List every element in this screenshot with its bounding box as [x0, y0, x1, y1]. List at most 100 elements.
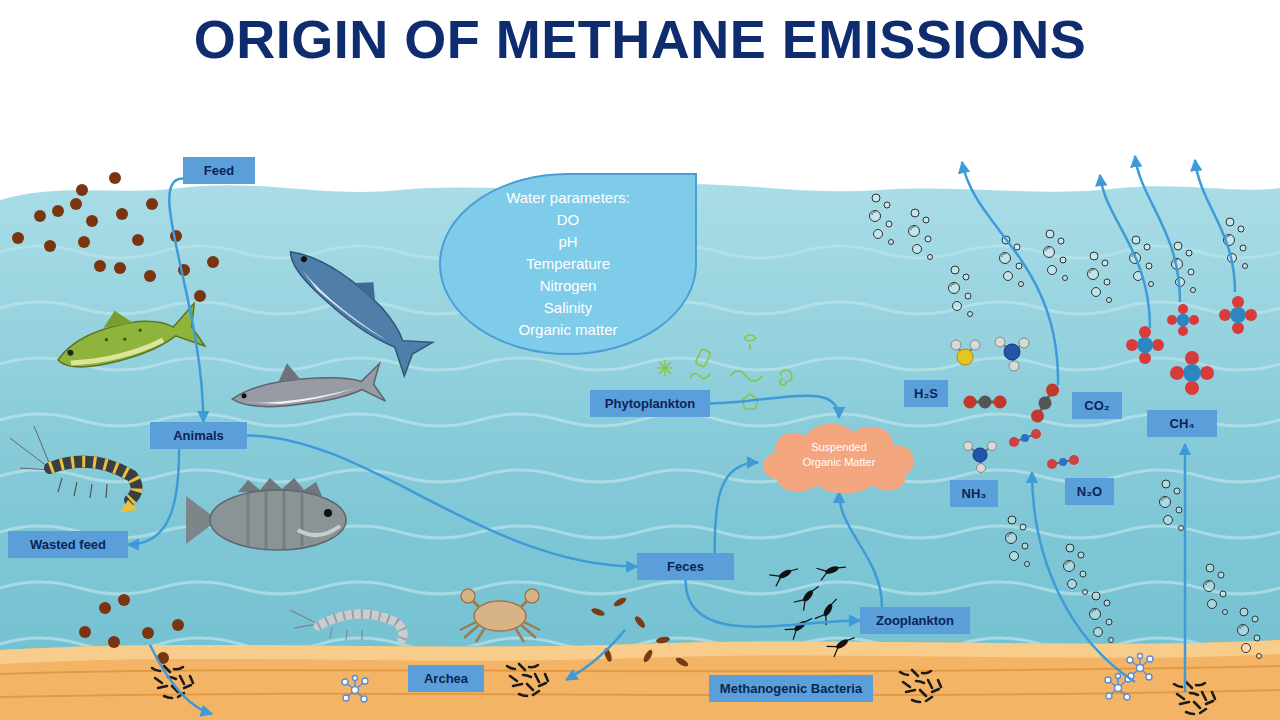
gas-molecules-part-part [1029, 407, 1047, 425]
box-label: Methanogenic Bacteria [719, 681, 863, 696]
wasted-feed-pellets-part [172, 619, 184, 631]
gas-molecules-part [1170, 351, 1214, 395]
prawn-part [318, 614, 403, 639]
tilapia-fish-part [324, 509, 332, 517]
gas-molecules-part [1009, 429, 1041, 447]
gas-molecules-part-part [988, 442, 997, 451]
gas-label-box: H₂S [904, 380, 948, 407]
crab-part [461, 589, 475, 603]
gas-molecules-part [951, 340, 980, 365]
gas-molecules-part-part [1167, 315, 1177, 325]
archaea-cells [342, 654, 1153, 703]
feces-particles-part [612, 596, 627, 608]
flow-arrow [128, 449, 179, 545]
tilapia-fish-part [210, 490, 346, 550]
gas-molecules-part-part [970, 340, 980, 350]
salmon-fish-part [300, 255, 308, 263]
gas-molecules-part-part [1019, 338, 1029, 348]
salmon-fish [276, 229, 437, 376]
feed-pellets-part [70, 198, 82, 210]
gas-molecules-part [1219, 296, 1257, 334]
gas-molecules-part [1167, 304, 1199, 336]
trout-fish-part [67, 349, 74, 356]
gas-molecules-part-part [1185, 381, 1199, 395]
wasted-feed-pellets-part [108, 636, 120, 648]
salmon-fish-part [354, 274, 384, 302]
gas-molecules-part-part [979, 396, 992, 409]
bubble-text: pH [558, 231, 577, 253]
gas-bubbles-part [870, 194, 894, 245]
gas-molecules-part-part [1245, 309, 1257, 321]
box-label: CH₄ [1157, 416, 1207, 431]
tilapia-fish-part [298, 526, 340, 535]
gas-bubbles-part [1160, 480, 1184, 531]
pangasius-fish-part [241, 393, 246, 398]
gas-molecules-part-part [1189, 315, 1199, 325]
gas-molecules-part-part [1178, 304, 1188, 314]
feed-pellets-part [194, 290, 206, 302]
feed-pellets-part [52, 205, 64, 217]
water-parameters-bubble: Water parameters:DOpHTemperatureNitrogen… [438, 172, 698, 356]
sediment [0, 640, 1280, 720]
feces-particles [590, 596, 689, 668]
tiger-shrimp-part [58, 478, 107, 498]
feces-particles-part [590, 607, 605, 617]
prawn-part [330, 628, 362, 640]
gas-molecules-part-part [1047, 459, 1057, 469]
wasted-feed-pellets-part [99, 602, 111, 614]
feed-pellets-part [114, 262, 126, 274]
box-label: H₂S [914, 386, 938, 401]
gas-molecules-part-part [1170, 366, 1184, 380]
feed-pellets-part [207, 256, 219, 268]
trout-fish-part [123, 337, 127, 341]
feed-label-box: Feed [183, 157, 255, 184]
archaea-cells-part [342, 676, 368, 703]
flux-arrows-part [1032, 472, 1135, 682]
gas-molecules-part-part [995, 337, 1005, 347]
bubble-text: Nitrogen [540, 275, 597, 297]
bubble-text: Water parameters: [506, 187, 630, 209]
gas-bubbles [870, 194, 1262, 659]
tilapia-fish-part [248, 491, 302, 549]
gas-bubbles-part [1204, 564, 1228, 615]
gas-molecules-part [964, 442, 997, 473]
tilapia-fish [186, 478, 346, 550]
box-label: N₂O [1075, 484, 1104, 499]
bubble-text: Temperature [526, 253, 610, 275]
gas-bubbles-part [1238, 608, 1262, 659]
pangasius-fish-part [230, 363, 385, 417]
gas-molecules-part [1126, 326, 1164, 364]
trout-fish-part [100, 307, 133, 330]
tiger-shrimp-part [120, 500, 138, 512]
gas-molecules-part-part [1059, 458, 1067, 466]
wasted-feed-pellets-part [118, 594, 130, 606]
flow-arrow [169, 179, 203, 422]
cloud-outline [758, 418, 920, 492]
trout-fish [50, 292, 205, 382]
sediment-part [0, 640, 1280, 664]
gas-molecules-part [964, 396, 1007, 409]
feed-pellets-part [44, 240, 56, 252]
box-label: Zooplankton [870, 613, 960, 628]
bubble-text: Salinity [544, 297, 592, 319]
bacteria-label-box: Methanogenic Bacteria [709, 675, 873, 702]
flow-arrow [839, 492, 882, 607]
flow-arrow [710, 395, 839, 418]
feed-pellets-part [76, 184, 88, 196]
box-label: NH₃ [960, 486, 988, 501]
tiger-shrimp [10, 426, 138, 512]
gas-molecules-part [1047, 455, 1079, 469]
gas-molecules-part-part [1152, 339, 1164, 351]
flux-arrows-part [962, 162, 1058, 385]
feed-pellets-part [34, 210, 46, 222]
zooplankton-label-box: Zooplankton [860, 607, 970, 634]
gas-molecules-part-part [1036, 394, 1054, 412]
gas-molecules-part-part [1004, 344, 1020, 360]
zooplankton-copepods-part [827, 630, 857, 657]
feed-pellets-part [109, 172, 121, 184]
zooplankton-copepods [769, 559, 857, 657]
tiger-shrimp-part [50, 462, 137, 500]
feces-particles-part [633, 615, 647, 630]
prawn [290, 610, 403, 640]
